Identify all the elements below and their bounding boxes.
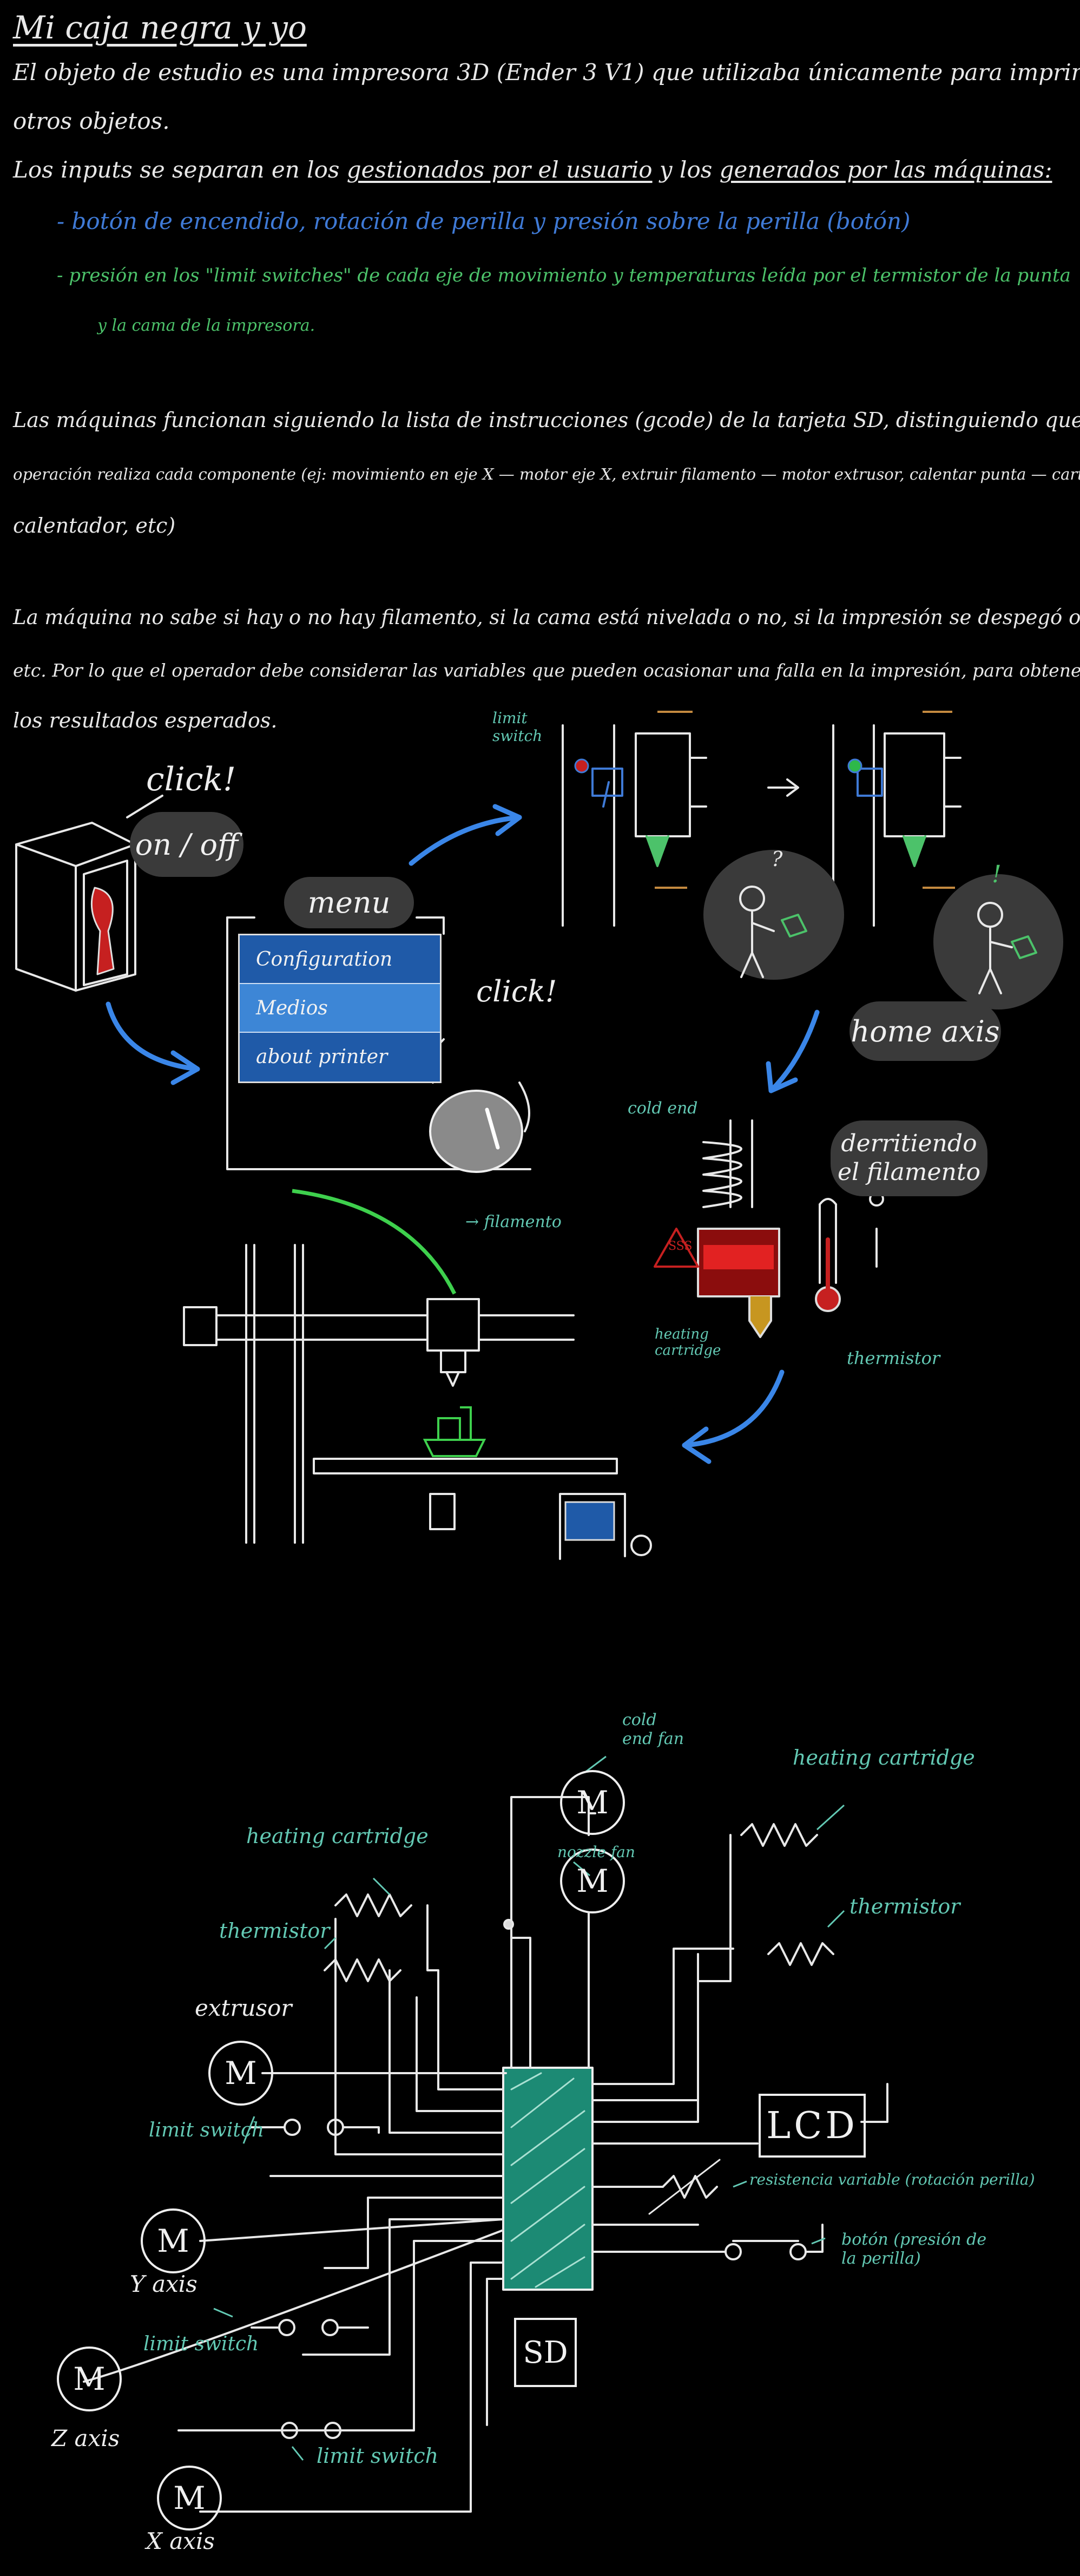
extrusor-label: extrusor xyxy=(195,1995,292,2021)
operator-figure-left xyxy=(739,886,807,978)
operator-figure-right xyxy=(977,902,1037,994)
transition-arrow xyxy=(767,778,799,797)
switch-light-on xyxy=(847,758,862,774)
arrow-axis-to-hotend xyxy=(768,1010,820,1093)
x-axis-motor: M xyxy=(157,2466,222,2531)
thermistor-right-label: thermistor xyxy=(849,1895,960,1918)
knob-icon xyxy=(428,1038,530,1173)
on-off-label: on / off xyxy=(135,827,239,862)
paragraph-3-line-3: los resultados esperados. xyxy=(13,709,278,732)
arrow-menu-to-axis xyxy=(409,815,522,866)
sd-card-slot: SD xyxy=(514,2318,577,2387)
question-mark-icon: ? xyxy=(772,847,783,871)
cold-end-fan-motor: M xyxy=(560,1770,625,1835)
exclamation-mark-icon: ! xyxy=(992,861,1002,888)
lcd-display: LCD xyxy=(759,2094,866,2158)
thermistor-label: thermistor xyxy=(847,1348,940,1368)
bullet-user-inputs: - botón de encendido, rotación de perill… xyxy=(57,208,911,234)
inputs-machine: generados por las máquinas: xyxy=(719,156,1052,183)
axis-diagram-before xyxy=(562,724,707,927)
controller-board xyxy=(502,2067,594,2291)
mini-knob-icon xyxy=(630,1535,652,1556)
click-label-2: click! xyxy=(476,974,557,1008)
paragraph-2-line-2: operación realiza cada componente (ej: m… xyxy=(13,465,1080,483)
paragraph-2-line-1: Las máquinas funcionan siguiendo la list… xyxy=(13,408,1080,432)
home-axis-bubble: home axis xyxy=(849,1001,1001,1061)
arrow-hotend-to-printer xyxy=(682,1369,785,1448)
menu-item-about-printer: about printer xyxy=(256,1045,388,1068)
bullet-machine-inputs: - presión en los "limit switches" de cad… xyxy=(57,265,1071,286)
menu-item-medios: Medios xyxy=(240,984,440,1033)
inputs-prefix: Los inputs se separan en los xyxy=(13,156,347,183)
filament-label: → filamento xyxy=(465,1212,562,1231)
inputs-line: Los inputs se separan en los gestionados… xyxy=(13,156,1052,183)
paragraph-2-line-3: calentador, etc) xyxy=(13,514,176,538)
limit-switch-label: limit switch xyxy=(492,709,543,745)
schematic-wiring xyxy=(83,1796,888,2513)
printer-screen-frame xyxy=(226,916,531,1170)
arrow-switch-to-menu xyxy=(106,1001,200,1072)
cold-end-fan-label: cold end fan xyxy=(622,1710,684,1748)
extrusor-motor: M xyxy=(208,2041,273,2106)
cold-end-label: cold end xyxy=(628,1099,698,1118)
printed-boat-icon xyxy=(423,1406,486,1457)
nozzle-fan-motor: M xyxy=(560,1849,625,1913)
limit-switch-2-label: limit switch xyxy=(143,2333,259,2355)
nozzle-fan-label: nozzle fan xyxy=(557,1843,635,1861)
limit-switch-3-label: limit switch xyxy=(317,2444,439,2468)
y-axis-motor: M xyxy=(141,2208,206,2273)
y-axis-label: Y axis xyxy=(130,2271,197,2297)
warning-icon: SSS xyxy=(668,1240,693,1253)
page-title: Mi caja negra y yo xyxy=(13,9,307,46)
home-axis-label: home axis xyxy=(851,1014,1000,1048)
bullet-machine-inputs-2: y la cama de la impresora. xyxy=(97,316,315,335)
melting-label: derritiendo el filamento xyxy=(837,1130,981,1186)
heating-cartridge-right-label: heating cartridge xyxy=(793,1746,975,1769)
menu-label: menu xyxy=(307,886,391,920)
printer-menu-screen: Configuration Medios about printer xyxy=(238,934,442,1083)
z-axis-label: Z axis xyxy=(51,2425,120,2452)
menu-item-configuration: Configuration xyxy=(240,935,440,984)
boton-label: botón (presión de la perilla) xyxy=(841,2230,987,2268)
thermometer-icon xyxy=(815,1191,884,1312)
power-switch-icon xyxy=(15,795,163,992)
flow-arrows xyxy=(106,804,820,1464)
operator-bubble-left xyxy=(703,850,844,980)
mini-screen-frame xyxy=(559,1493,626,1560)
filament-line xyxy=(292,1189,457,1295)
paragraph-3-line-2: etc. Por lo que el operador debe conside… xyxy=(13,660,1080,681)
menu-bubble: menu xyxy=(284,877,414,928)
click-label-1: click! xyxy=(146,761,236,798)
intro-line-2: otros objetos. xyxy=(13,108,170,134)
melting-bubble: derritiendo el filamento xyxy=(831,1120,987,1196)
inputs-user: gestionados por el usuario xyxy=(346,156,653,183)
intro-line-1: El objeto de estudio es una impresora 3D… xyxy=(13,59,1080,86)
axis-diagram-after xyxy=(832,724,962,927)
heating-cartridge-left-label: heating cartridge xyxy=(246,1824,429,1848)
switch-light-off xyxy=(574,758,589,774)
resistencia-label: resistencia variable (rotación perilla) xyxy=(749,2171,1035,2188)
hotend-assembly xyxy=(654,1119,780,1338)
paragraph-3-line-1: La máquina no sabe si hay o no hay filam… xyxy=(13,606,1080,629)
limit-switch-1-label: limit switch xyxy=(149,2119,265,2141)
printer-frame xyxy=(183,1244,618,1544)
heating-cartridge-label: heating cartridge xyxy=(655,1326,721,1359)
inputs-mid: y los xyxy=(652,156,720,183)
x-axis-label: X axis xyxy=(146,2528,215,2554)
on-off-bubble: on / off xyxy=(130,812,243,877)
mini-screen xyxy=(564,1501,615,1541)
z-axis-motor: M xyxy=(57,2346,122,2411)
operator-bubble-right xyxy=(933,874,1063,1010)
thermistor-left-label: thermistor xyxy=(219,1919,330,1943)
